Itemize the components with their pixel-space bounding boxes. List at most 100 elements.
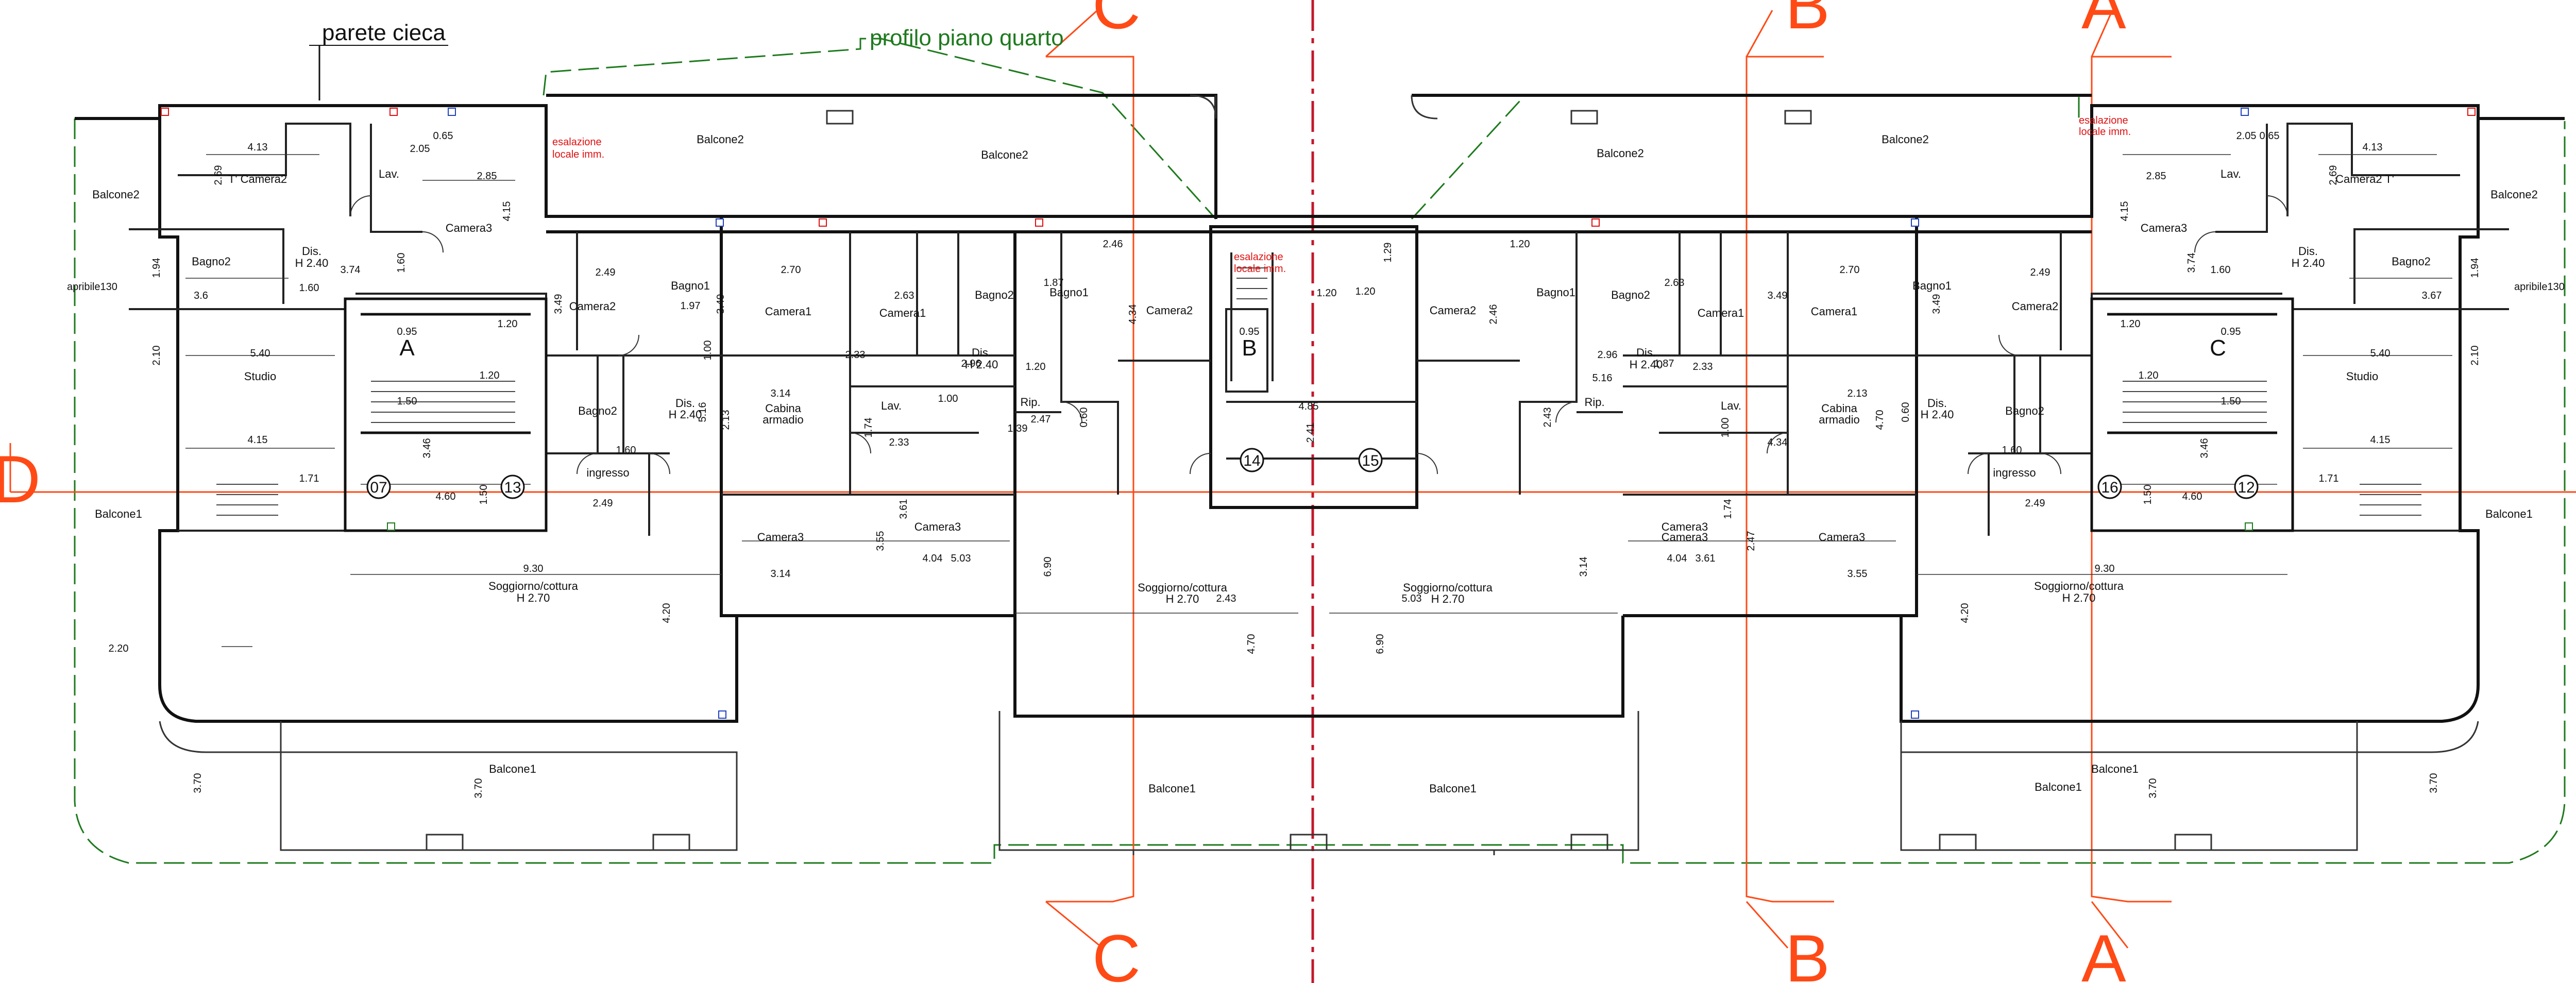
dimension-label: 1.60	[299, 282, 319, 294]
section-a-bottom: A	[2081, 921, 2126, 983]
unit-badges: 07 13 14 15 16 12	[366, 448, 2259, 499]
dimension-label: 3.61	[1696, 553, 1716, 564]
dimension-label: 1.50	[397, 396, 417, 407]
room-soggiorno-h: H 2.70	[1166, 592, 1199, 605]
dimension-label: 0.65	[2260, 130, 2280, 142]
dimension-label: 3.49	[553, 294, 564, 314]
dimension-label: 3.46	[2199, 438, 2210, 459]
dimension-label: 3.55	[875, 531, 886, 551]
room-balcone2: Balcone2	[981, 148, 1028, 161]
partitions	[129, 123, 2509, 536]
note-locale-core: locale imm.	[1234, 263, 1286, 275]
stair-a-label: A	[399, 335, 415, 361]
room-studio: Studio	[244, 370, 276, 383]
dimension-label: 5.16	[1592, 372, 1613, 384]
dimension-label: 4.34	[1768, 437, 1788, 448]
dimension-label: 2.47	[1745, 531, 1757, 551]
room-rip: Rip.	[1020, 396, 1040, 409]
profilo-label: profilo piano quarto	[870, 25, 1064, 50]
dimension-label: 2.46	[1103, 239, 1123, 250]
room-camera1: Camera1	[765, 305, 811, 318]
room-bagno2: Bagno2	[192, 255, 231, 268]
dimension-label: 1.20	[498, 318, 518, 330]
dimension-label: 1.71	[299, 473, 319, 484]
dimension-label: 4.60	[2182, 491, 2202, 502]
green-outline	[74, 38, 2566, 864]
room-camera1: Camera1	[1811, 305, 1857, 318]
dimension-label: 1.20	[480, 370, 500, 381]
dimension-label: 4.70	[1874, 410, 1886, 430]
room-balcone1: Balcone1	[1148, 782, 1196, 795]
dimension-label: 1.50	[2142, 485, 2154, 505]
room-bagno1: Bagno1	[671, 279, 710, 292]
room-bagno2: Bagno2	[2392, 255, 2431, 268]
room-soggiorno: Soggiorno/cottura	[2034, 580, 2124, 592]
dimension-label: 1.00	[938, 393, 958, 404]
room-balcone2: Balcone2	[92, 188, 140, 201]
dimension-label: 1.20	[2139, 370, 2159, 381]
dimension-label: 2.05	[2236, 130, 2257, 142]
dimension-label: 4.20	[661, 603, 672, 623]
room-dis: Dis.	[2298, 245, 2318, 258]
section-b-top: B	[1785, 0, 1830, 43]
dimension-label: 4.85	[1299, 401, 1319, 412]
room-camera3: Camera3	[2141, 222, 2187, 234]
room-camera1: Camera1	[1698, 307, 1744, 319]
badge-07: 07	[370, 479, 387, 496]
dimension-label: 1.20	[2121, 318, 2141, 330]
dimension-label: 2.63	[894, 290, 914, 301]
dimension-label: 4.34	[1127, 304, 1139, 325]
column-markers	[161, 108, 2476, 719]
room-camera2: Camera2	[2012, 300, 2058, 313]
room-camera2: Camera2 T'	[2335, 173, 2394, 185]
dimension-label: 6.90	[1042, 557, 1054, 577]
room-soggiorno-h: H 2.70	[2062, 591, 2096, 604]
dimension-label: 2.49	[2025, 498, 2045, 509]
dimension-label: 3.67	[2422, 290, 2442, 301]
dimension-label: 1.60	[2002, 445, 2022, 456]
room-dis: Dis.	[302, 245, 321, 258]
dimension-label: 4.15	[501, 201, 513, 222]
dimension-label: 2.69	[2328, 165, 2339, 185]
dimension-label: 2.13	[1848, 388, 1868, 399]
room-balcone2: Balcone2	[2490, 188, 2538, 201]
dimension-label: 6.90	[1375, 634, 1386, 654]
room-lav: Lav.	[379, 167, 399, 180]
badge-15: 15	[1362, 452, 1379, 469]
dimension-label: 1.00	[1720, 418, 1731, 438]
section-c-bottom: C	[1092, 921, 1141, 983]
dimension-label: 1.20	[1317, 287, 1337, 299]
dimension-label: 9.30	[2095, 563, 2115, 574]
room-ingresso: ingresso	[586, 466, 629, 479]
dimension-label: 0.65	[433, 130, 453, 142]
dimension-label: 2.33	[1693, 361, 1713, 372]
section-a-top: A	[2081, 0, 2126, 43]
dimension-label: 5.40	[250, 348, 270, 359]
room-dis-h: H 2.40	[1921, 408, 1954, 421]
dimension-label: 1.71	[2319, 473, 2339, 484]
dimension-label: 3.61	[898, 499, 909, 519]
room-soggiorno: Soggiorno/cottura	[1403, 581, 1493, 594]
dimension-label: 3.6	[194, 290, 208, 301]
room-balcone1: Balcone1	[489, 762, 536, 775]
room-camera1: Camera1	[879, 307, 926, 319]
dimension-label: 0.60	[1078, 408, 1090, 428]
dimension-label: 3.74	[2186, 253, 2197, 273]
dimension-label: 3.70	[2147, 778, 2159, 799]
dimension-label: 5.03	[1402, 593, 1422, 604]
dimension-label: 3.70	[2428, 773, 2439, 793]
badge-13: 13	[504, 479, 521, 496]
room-rip: Rip.	[1584, 396, 1604, 409]
dimension-label: 1.87	[1654, 358, 1674, 369]
dimension-label: 1.60	[396, 253, 407, 273]
room-camera2: Camera2	[1430, 304, 1476, 317]
door-swings	[350, 195, 2288, 474]
room-lav: Lav.	[2221, 167, 2241, 180]
dimension-label: 1.60	[2211, 264, 2231, 276]
dimension-label: 3.14	[771, 568, 791, 580]
dimension-label: 2.70	[1840, 264, 1860, 276]
dimension-label: 0.95	[1240, 326, 1260, 337]
dimension-label: 2.05	[410, 143, 430, 155]
dimension-label: 2.70	[781, 264, 801, 276]
